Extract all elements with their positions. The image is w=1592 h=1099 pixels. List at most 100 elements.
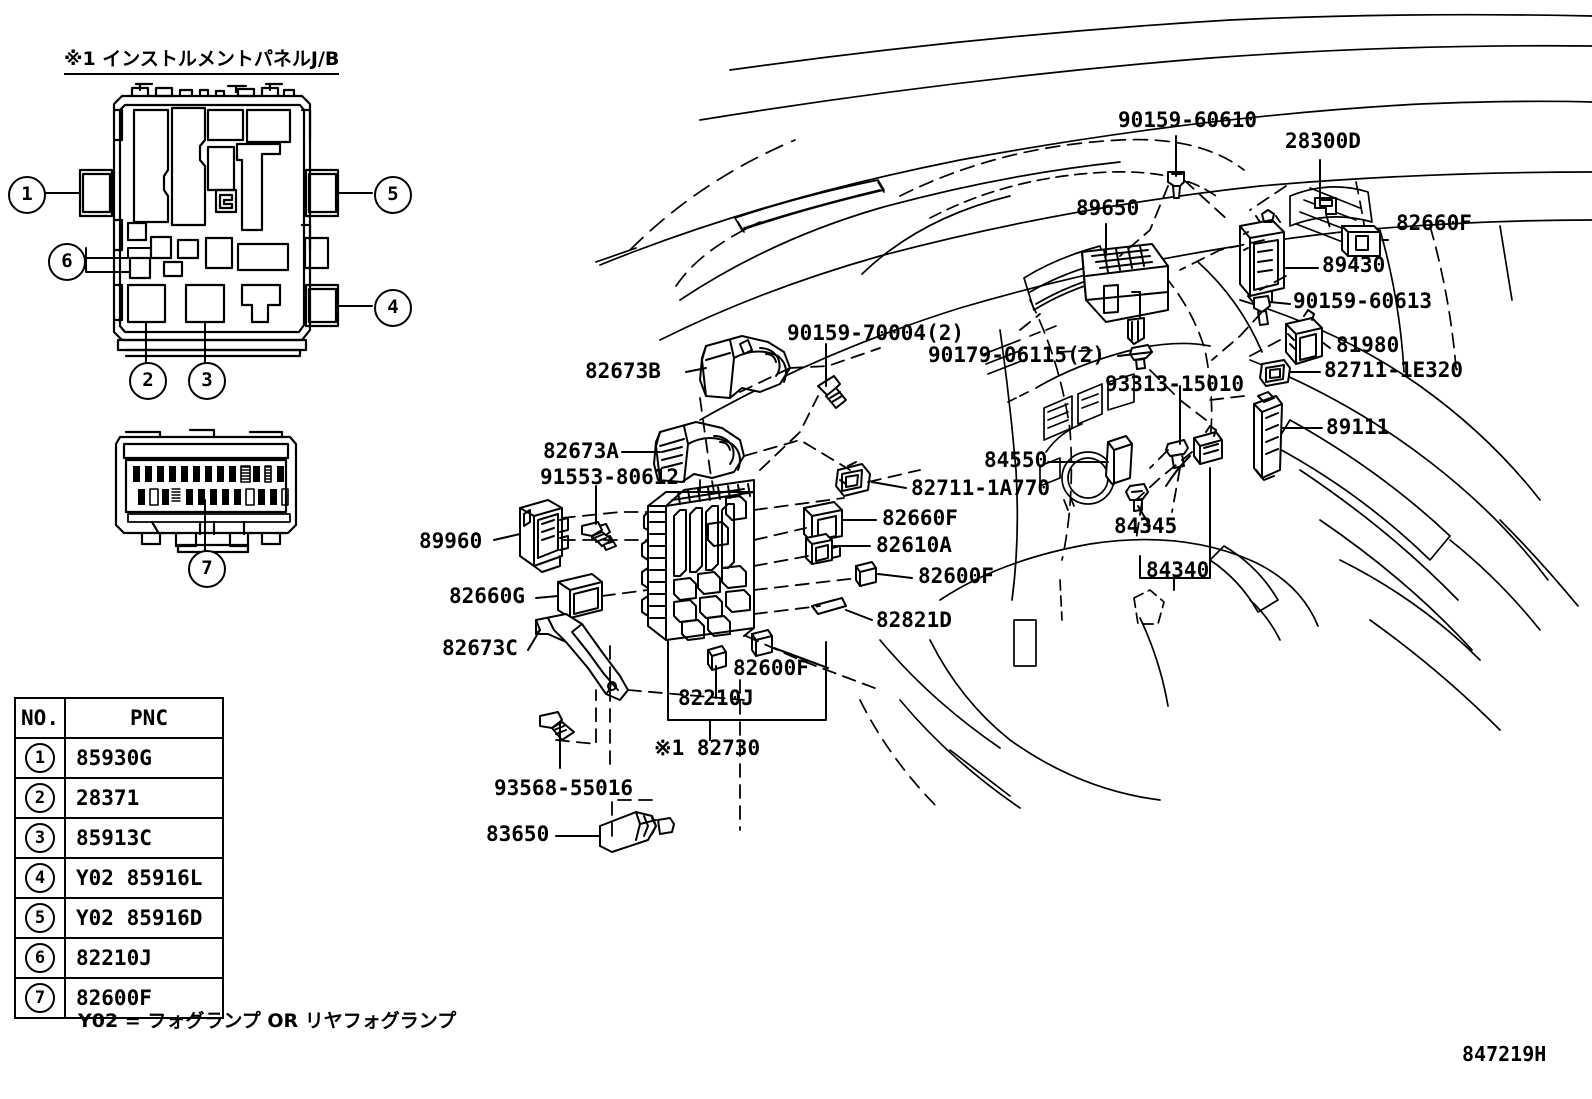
jb-callout-5[interactable]: 5 [374, 176, 412, 214]
table-cell-pnc: 85913C [64, 817, 224, 859]
part-label-90179-06115: 90179-06115(2) [928, 343, 1106, 367]
part-label-81980: 81980 [1336, 333, 1400, 357]
table-cell-pnc: 28371 [64, 777, 224, 819]
part-82660F-top [1341, 225, 1381, 257]
part-89960 [519, 499, 569, 573]
part-82673A [653, 421, 745, 483]
part-label-84340: 84340 [1146, 558, 1210, 582]
part-82711-1A770 [835, 461, 871, 497]
part-label-84345: 84345 [1114, 514, 1178, 538]
part-label-82821D: 82821D [876, 608, 952, 632]
table-cell-pnc: Y02 85916D [64, 897, 224, 939]
pnc-table: NO. PNC 1 85930G 2 28371 3 85913C 4 Y02 … [14, 697, 224, 1019]
circled-number: 4 [25, 863, 55, 893]
part-label-90159-60610: 90159-60610 [1118, 108, 1258, 132]
circled-number: 1 [25, 743, 55, 773]
table-row: 4 Y02 85916L [14, 857, 224, 899]
part-90179-06115 [1129, 344, 1153, 370]
part-label-84550: 84550 [984, 448, 1048, 472]
part-90159-70004 [817, 375, 847, 409]
part-84550 [1105, 435, 1133, 485]
part-label-89650: 89650 [1076, 196, 1140, 220]
table-cell-no: 3 [14, 817, 66, 859]
part-label-93568-55016: 93568-55016 [494, 776, 634, 800]
part-label-28300D: 28300D [1285, 129, 1361, 153]
part-label-82711-1E320: 82711-1E320 [1324, 358, 1464, 382]
table-row: 6 82210J [14, 937, 224, 979]
table-row: 1 85930G [14, 737, 224, 779]
part-28300D [1314, 197, 1337, 215]
part-90159-60613 [1253, 295, 1271, 326]
circled-number: 6 [25, 943, 55, 973]
legend-footnote: Y02 = フォグランプ OR リヤフォグランプ [78, 1010, 457, 1032]
jb-callout-3[interactable]: 3 [188, 362, 226, 400]
part-label-82210J: 82210J [678, 686, 754, 710]
part-83650 [599, 811, 675, 853]
part-label-82730: ※1 82730 [654, 736, 761, 760]
part-82600F-low [751, 629, 773, 657]
table-cell-pnc: 85930G [64, 737, 224, 779]
part-89650 [1081, 243, 1169, 345]
part-label-82711-1A770: 82711-1A770 [911, 476, 1051, 500]
table-cell-no: 2 [14, 777, 66, 819]
table-row: 5 Y02 85916D [14, 897, 224, 939]
part-84345 [1125, 483, 1149, 512]
leader-lines [493, 135, 1389, 837]
diagram-code: 847219H [1462, 1042, 1547, 1066]
part-label-89960: 89960 [419, 529, 483, 553]
table-header-pnc: PNC [64, 697, 224, 739]
jb-callout-2[interactable]: 2 [129, 362, 167, 400]
jb-callout-6[interactable]: 6 [48, 243, 86, 281]
part-label-82610A: 82610A [876, 533, 952, 557]
table-cell-pnc: Y02 85916L [64, 857, 224, 899]
part-93313-15010 [1165, 439, 1189, 469]
part-label-82660G: 82660G [449, 584, 525, 608]
part-89430 [1239, 209, 1285, 307]
part-82730-junction-block [641, 479, 755, 641]
part-label-90159-70004: 90159-70004(2) [787, 321, 965, 345]
part-93568-55016 [539, 711, 575, 741]
part-82821D [811, 597, 847, 615]
table-cell-pnc: 82600F [64, 977, 224, 1019]
part-82660F-mid [803, 501, 843, 543]
part-82711-1E320 [1259, 359, 1291, 387]
table-cell-no: 4 [14, 857, 66, 899]
part-82673C [535, 613, 629, 701]
part-label-93313-15010: 93313-15010 [1105, 372, 1245, 396]
part-82660G [557, 573, 603, 619]
part-label-82600F-mid: 82600F [918, 564, 994, 588]
part-label-90159-60613: 90159-60613 [1293, 289, 1433, 313]
table-cell-no: 5 [14, 897, 66, 939]
part-82610A [805, 533, 841, 565]
part-label-89111: 89111 [1326, 415, 1390, 439]
jb-callout-7[interactable]: 7 [188, 550, 226, 588]
part-label-83650: 83650 [486, 822, 550, 846]
part-label-82660F-mid: 82660F [882, 506, 958, 530]
jb-callout-1[interactable]: 1 [8, 176, 46, 214]
circled-number: 5 [25, 903, 55, 933]
connector-drawing [114, 428, 298, 557]
table-header-row: NO. PNC [14, 697, 224, 739]
parts-components [519, 171, 1381, 853]
jb-callout-4[interactable]: 4 [374, 289, 412, 327]
table-row: 7 82600F [14, 977, 224, 1019]
table-cell-pnc: 82210J [64, 937, 224, 979]
circled-number: 3 [25, 823, 55, 853]
part-label-82660F-top: 82660F [1396, 211, 1472, 235]
assembly-dashed-lines [555, 179, 1331, 837]
table-row: 3 85913C [14, 817, 224, 859]
part-label-82673B: 82673B [585, 359, 661, 383]
part-89111 [1253, 391, 1283, 481]
table-cell-no: 6 [14, 937, 66, 979]
part-81980 [1285, 309, 1323, 365]
part-label-82673A: 82673A [543, 439, 619, 463]
part-90159-60610 [1167, 171, 1185, 199]
table-cell-no: 7 [14, 977, 66, 1019]
part-label-89430: 89430 [1322, 253, 1386, 277]
part-84340 [1165, 425, 1223, 487]
part-label-91553-80612: 91553-80612 [540, 465, 680, 489]
instrument-panel-jb-note: ※1 インストルメントパネルJ/B [64, 44, 340, 75]
table-header-no: NO. [14, 697, 66, 739]
